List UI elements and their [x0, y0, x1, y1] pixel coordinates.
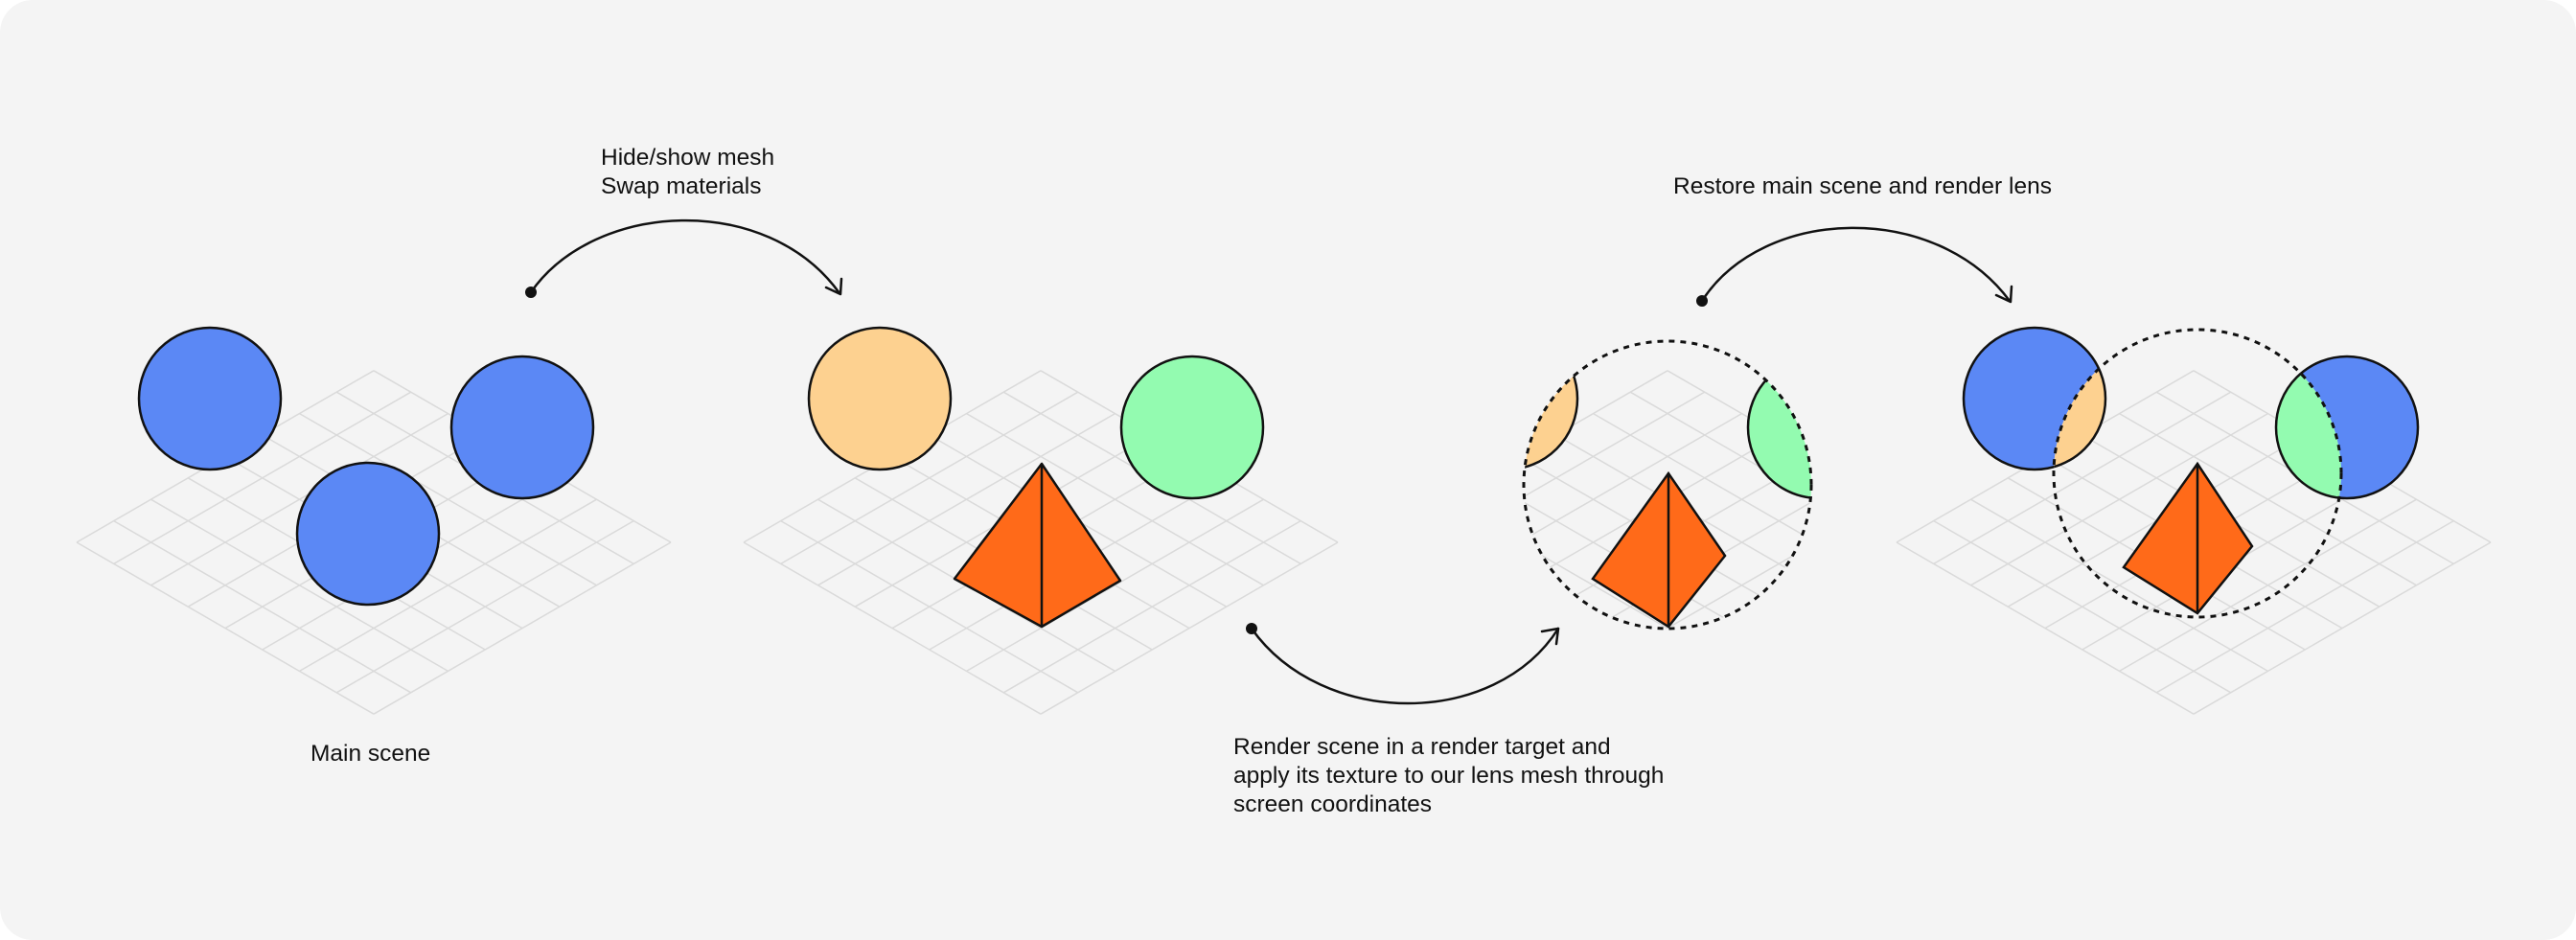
lens-icon	[1522, 339, 1813, 630]
scene-panel-swapped	[743, 326, 1339, 715]
label-main-scene: Main scene	[310, 741, 431, 767]
label-line: Swap materials	[601, 173, 762, 199]
sphere-icon	[1746, 355, 1811, 500]
scene-panel-render-target	[1522, 339, 1813, 630]
label-line: screen coordinates	[1233, 791, 1433, 817]
pyramid-icon	[953, 462, 1122, 629]
label-step-restore: Restore main scene and render lens	[1673, 173, 2052, 199]
label-line: Render scene in a render target and	[1233, 734, 1611, 760]
arrow-icon	[1246, 623, 1560, 705]
sphere-icon	[449, 355, 595, 500]
label-line: Hide/show mesh	[601, 145, 775, 171]
sphere-icon	[137, 326, 283, 471]
label-line: apply its texture to our lens mesh throu…	[1233, 763, 1665, 789]
pyramid-icon	[2122, 461, 2254, 615]
arrow-icon	[525, 218, 843, 298]
scene-panel-main	[76, 326, 672, 715]
arrow-icon	[1696, 226, 2013, 307]
lens-icon	[2052, 328, 2343, 619]
pyramid-icon	[1591, 470, 1727, 629]
sphere-icon	[295, 461, 441, 607]
label-step-render-target: Render scene in a render target and appl…	[1233, 733, 1664, 819]
grid-icon	[76, 370, 672, 715]
scene-panel-result	[1896, 326, 2492, 715]
sphere-icon	[807, 326, 953, 471]
sphere-icon	[1119, 355, 1265, 500]
label-step-swap: Hide/show mesh Swap materials	[601, 144, 774, 201]
sphere-icon	[1524, 341, 1579, 471]
